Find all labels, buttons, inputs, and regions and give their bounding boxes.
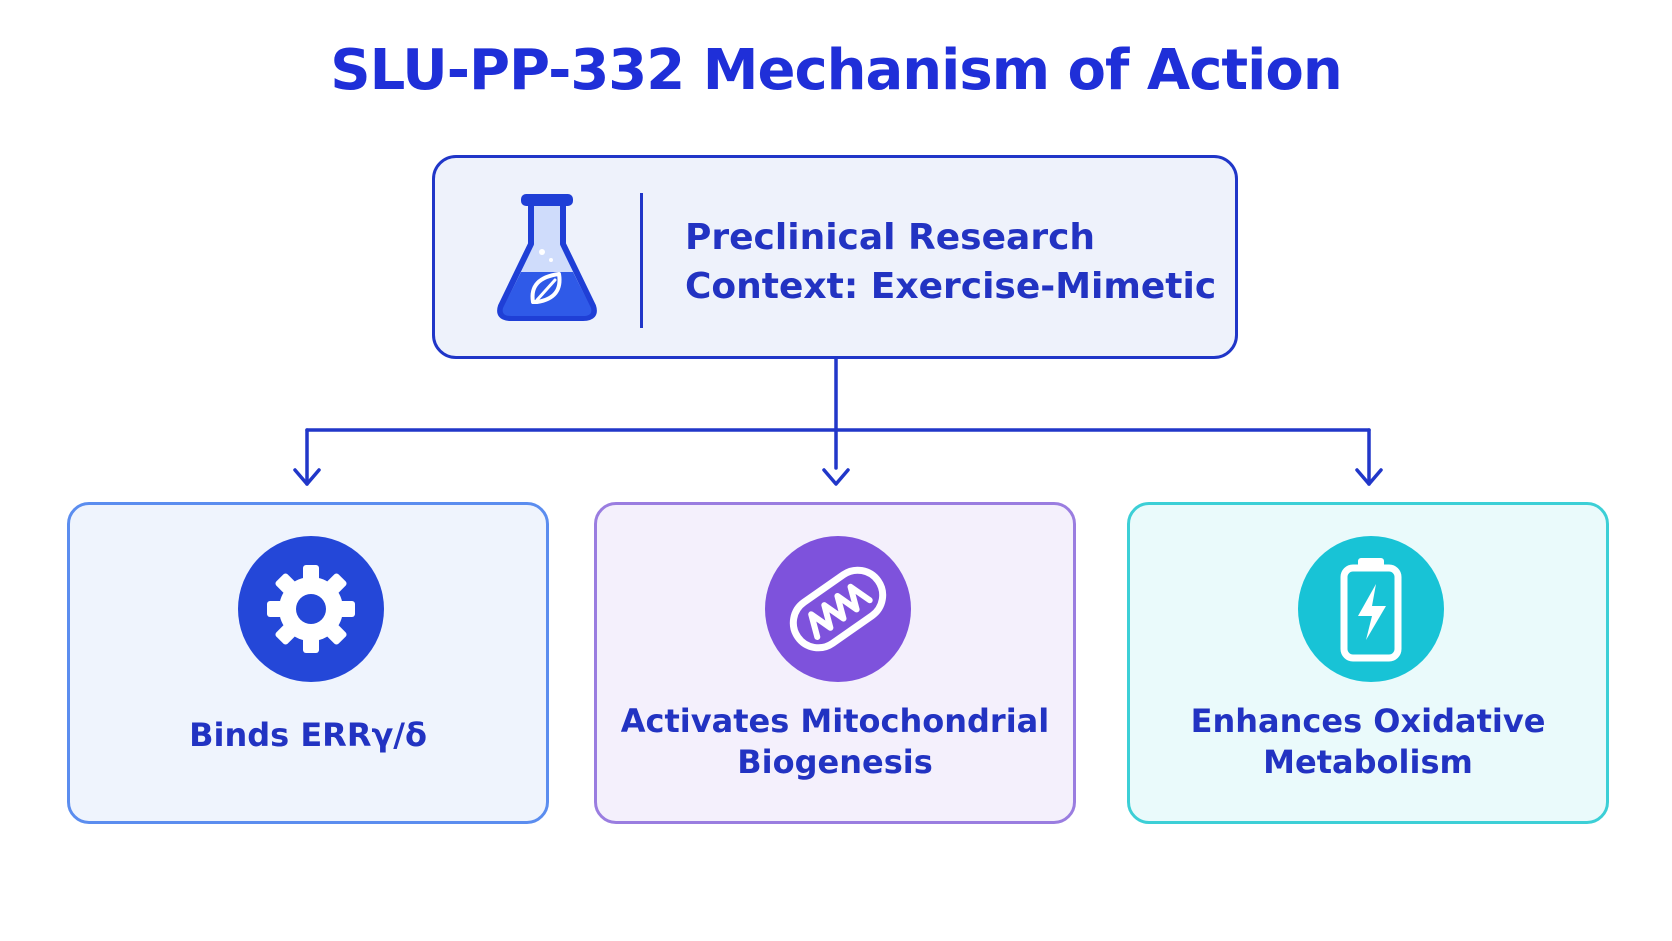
diagram-title: SLU-PP-332 Mechanism of Action: [330, 38, 1342, 103]
context-text: Preclinical Research Context: Exercise-M…: [685, 213, 1225, 311]
flask-leaf-icon: [493, 190, 601, 328]
card-label-line-1: Activates Mitochondrial: [620, 702, 1050, 740]
card-label: Enhances Oxidative Metabolism: [1142, 701, 1594, 783]
mitochondrion-icon: [765, 536, 911, 682]
card-label: Binds ERRγ/δ: [82, 715, 534, 756]
card-label: Activates Mitochondrial Biogenesis: [609, 701, 1061, 783]
card-label-line-1: Binds ERRγ/δ: [189, 716, 427, 754]
battery-bolt-icon: [1298, 536, 1444, 682]
arrowhead-left: [293, 468, 321, 486]
card-oxidative-metabolism: Enhances Oxidative Metabolism: [1127, 502, 1609, 824]
context-divider: [640, 193, 643, 328]
gear-icon: [238, 536, 384, 682]
context-box: Preclinical Research Context: Exercise-M…: [432, 155, 1238, 359]
card-label-line-2: Biogenesis: [737, 743, 933, 781]
card-binds-err: Binds ERRγ/δ: [67, 502, 549, 824]
context-line-2: Context: Exercise-Mimetic: [685, 266, 1217, 307]
card-label-line-1: Enhances Oxidative: [1190, 702, 1546, 740]
card-mitochondrial-biogenesis: Activates Mitochondrial Biogenesis: [594, 502, 1076, 824]
context-line-1: Preclinical Research: [685, 217, 1096, 258]
arrowhead-center: [822, 468, 850, 486]
card-label-line-2: Metabolism: [1263, 743, 1473, 781]
arrowhead-right: [1355, 468, 1383, 486]
